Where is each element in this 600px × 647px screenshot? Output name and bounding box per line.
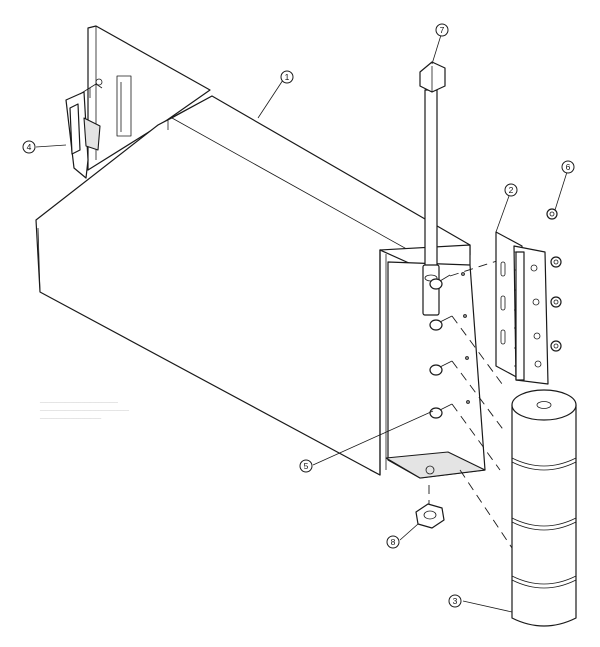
watermark: ____________________________ ___________… — [39, 398, 129, 420]
bottom-nut — [415, 503, 445, 529]
svg-text:7: 7 — [440, 25, 445, 35]
callout-5: 5 — [299, 459, 313, 473]
callout-8: 8 — [386, 535, 400, 549]
latch-handle — [65, 78, 103, 179]
svg-text:6: 6 — [566, 162, 571, 172]
leader-lines — [35, 34, 568, 613]
callout-4: 4 — [22, 140, 36, 154]
threaded-rod — [419, 61, 446, 316]
cylinder-stack — [511, 389, 577, 627]
svg-text:____________________________: ____________________________ — [39, 398, 118, 404]
flange-bottom-hole — [425, 465, 435, 475]
callout-1: 1 — [280, 70, 294, 84]
screw — [429, 315, 453, 331]
svg-text:8: 8 — [391, 537, 396, 547]
svg-text:______________________________: ________________________________ — [39, 406, 129, 412]
callout-6: 6 — [561, 160, 575, 174]
svg-text:______________________: ______________________ — [39, 414, 101, 420]
screw — [429, 274, 451, 290]
flange-screws — [429, 272, 470, 419]
callout-3: 3 — [448, 594, 462, 608]
svg-text:3: 3 — [453, 596, 458, 606]
hinge-nuts — [546, 208, 562, 352]
hinge-plate — [495, 231, 549, 385]
assembly-center-lines — [428, 259, 521, 561]
screw — [429, 403, 453, 419]
svg-text:1: 1 — [285, 72, 290, 82]
callout-2: 2 — [504, 183, 518, 197]
svg-text:2: 2 — [509, 185, 514, 195]
svg-text:5: 5 — [304, 461, 309, 471]
main-cover-body — [35, 95, 471, 476]
callout-7: 7 — [435, 23, 449, 37]
screw — [429, 360, 453, 376]
svg-text:4: 4 — [27, 142, 32, 152]
